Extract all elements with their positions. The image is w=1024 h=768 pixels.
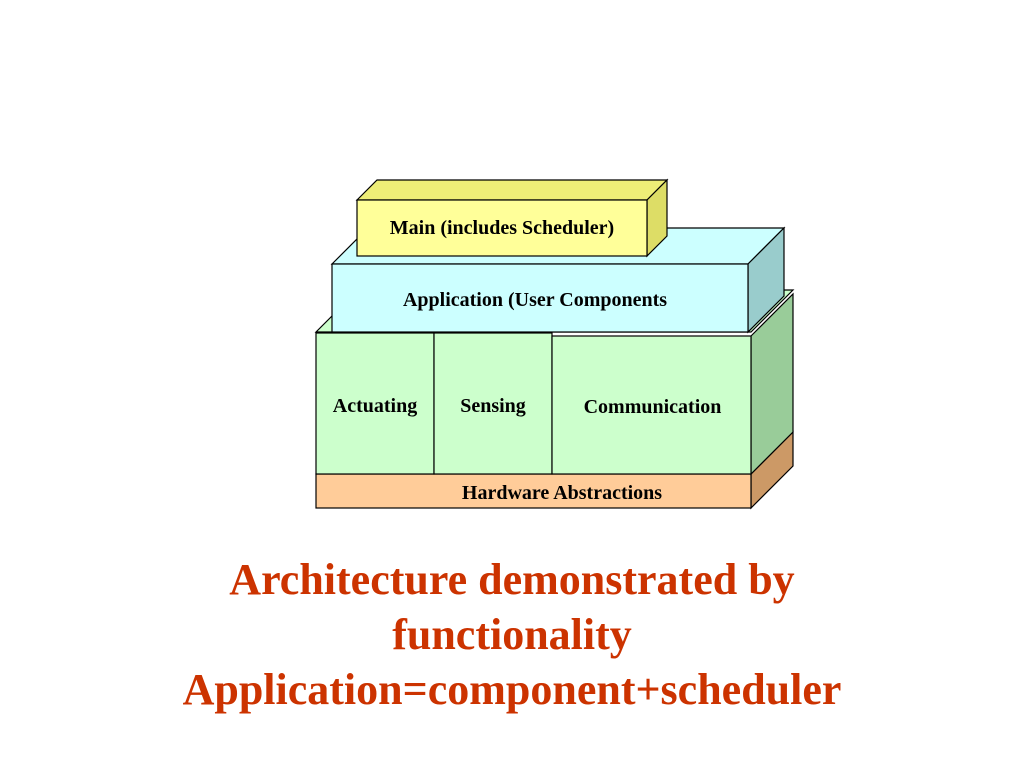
- sensing-box: [433, 332, 553, 475]
- caption-line-1: Architecture demonstrated by: [229, 555, 795, 604]
- main-label: Main (includes Scheduler): [389, 217, 615, 239]
- actuating-label: Actuating: [332, 395, 418, 417]
- application-label: Application (User Components: [402, 289, 668, 311]
- slide-caption: Architecture demonstrated by functionali…: [0, 552, 1024, 717]
- caption-line-3: Application=component+scheduler: [182, 665, 842, 714]
- hardware-front-face: [315, 473, 752, 509]
- communication-label: Communication: [583, 396, 722, 418]
- main-front-face: [356, 199, 648, 257]
- hardware-label: Hardware Abstractions: [461, 482, 663, 504]
- actuating-box: [315, 332, 435, 475]
- communication-box: [551, 335, 752, 475]
- sensing-label: Sensing: [460, 395, 526, 417]
- application-front-face: [331, 263, 749, 333]
- caption-line-2: functionality: [392, 610, 632, 659]
- main-top-face: [355, 179, 669, 201]
